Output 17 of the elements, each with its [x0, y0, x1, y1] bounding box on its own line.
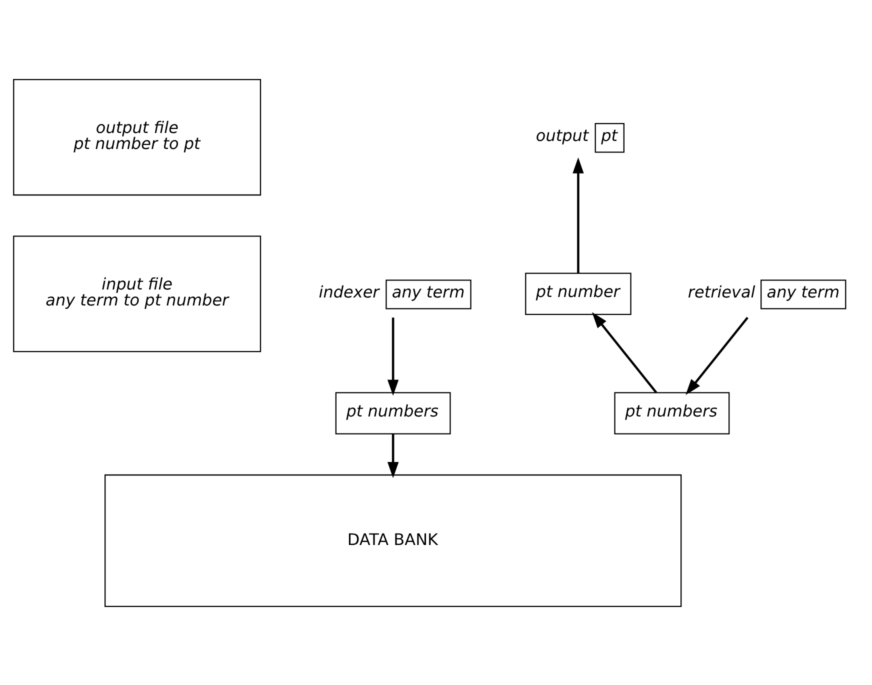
node-box: pt numbers [614, 392, 730, 434]
node-box: DATA BANK [104, 474, 682, 606]
node-label: indexer [318, 282, 379, 302]
node-box: pt number [524, 272, 631, 314]
arrow [386, 317, 398, 396]
arrow [572, 156, 584, 273]
arrow [386, 433, 398, 478]
node-label: output [535, 125, 588, 144]
arrow [591, 312, 657, 393]
node-box: any term [385, 279, 471, 309]
node-box: pt [594, 122, 624, 152]
node-box: output file pt number to pt [12, 78, 261, 196]
node-box: pt numbers [334, 392, 450, 434]
node-box: any term [760, 279, 846, 309]
node-box: input file any term to pt number [12, 235, 261, 352]
arrow [685, 316, 748, 395]
node-label: retrieval [687, 282, 755, 302]
